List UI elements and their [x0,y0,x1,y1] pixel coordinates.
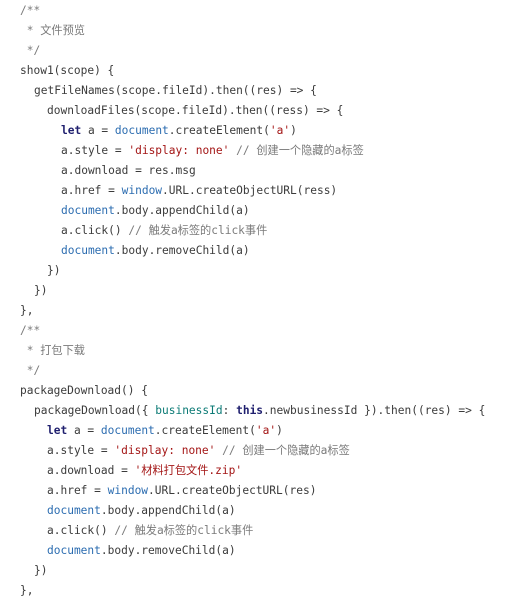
code-token: window [121,184,163,197]
code-line: }) [0,281,521,301]
code-token: window [107,484,149,497]
code-line: /** [0,1,521,21]
code-token: a.click() [47,524,115,537]
code-token: : [222,404,237,417]
code-token: a = [81,124,115,137]
code-token: let [61,124,82,137]
code-token: document [61,244,115,257]
code-line: */ [0,361,521,381]
code-token: .body.appendChild(a) [114,204,250,217]
code-line: }) [0,561,521,581]
code-token: .createElement( [168,124,270,137]
code-token: show1(scope) { [20,64,115,77]
code-line: a.download = '材料打包文件.zip' [0,461,521,481]
code-token: 'display: none' [128,144,230,157]
code-token: }) [34,284,48,297]
code-token: * 文件预览 [20,24,85,37]
code-token: document [47,544,101,557]
code-token: document [100,424,155,437]
code-line: a.style = 'display: none' // 创建一个隐藏的a标签 [0,141,521,161]
code-line: a.style = 'display: none' // 创建一个隐藏的a标签 [0,441,521,461]
code-token: '材料打包文件.zip' [134,464,243,477]
code-line: }, [0,581,521,601]
code-token: */ [20,364,41,377]
code-line: a.click() // 触发a标签的click事件 [0,221,521,241]
code-token: }) [47,264,61,277]
code-line: }, [0,301,521,321]
code-token: a.style = [61,144,129,157]
code-token: this [236,404,264,417]
code-token: // 创建一个隐藏的a标签 [215,444,350,457]
code-token: document [114,124,169,137]
code-line: document.body.appendChild(a) [0,501,521,521]
code-token: packageDownload({ [34,404,156,417]
code-token: downloadFiles(scope.fileId).then((ress) … [47,104,344,117]
code-token: a.download = [47,464,135,477]
code-line: * 打包下载 [0,341,521,361]
code-token: */ [20,44,41,57]
code-token: a = [67,424,101,437]
code-token: }) [34,564,48,577]
code-line: let a = document.createElement('a') [0,421,521,441]
code-token: businessId [155,404,223,417]
code-line: }) [0,261,521,281]
code-token: ) [290,124,297,137]
code-token: getFileNames(scope.fileId).then((res) =>… [34,84,317,97]
code-line: packageDownload() { [0,381,521,401]
code-token: document [61,204,115,217]
code-token: // 创建一个隐藏的a标签 [229,144,364,157]
code-line: document.body.removeChild(a) [0,241,521,261]
code-line: document.body.appendChild(a) [0,201,521,221]
code-token: .URL.createObjectURL(res) [148,484,317,497]
code-token: .URL.createObjectURL(ress) [162,184,338,197]
code-token: ) [276,424,283,437]
code-token: /** [20,324,41,337]
code-token: let [47,424,68,437]
code-token: }, [20,584,34,597]
code-line: packageDownload({ businessId: this.newbu… [0,401,521,421]
code-line: a.href = window.URL.createObjectURL(ress… [0,181,521,201]
code-line: a.download = res.msg [0,161,521,181]
code-token: .body.appendChild(a) [100,504,236,517]
code-line: downloadFiles(scope.fileId).then((ress) … [0,101,521,121]
code-token: * 打包下载 [20,344,85,357]
code-token: }, [20,304,34,317]
code-token: 'display: none' [114,444,216,457]
code-line: getFileNames(scope.fileId).then((res) =>… [0,81,521,101]
code-token: // 触发a标签的click事件 [128,224,268,237]
code-line: * 文件预览 [0,21,521,41]
code-line: document.body.removeChild(a) [0,541,521,561]
code-token: a.click() [61,224,129,237]
code-token: .body.removeChild(a) [100,544,236,557]
code-token: // 触发a标签的click事件 [114,524,254,537]
code-token: .newbusinessId }).then((res) => { [263,404,486,417]
code-token: 'a' [255,424,277,437]
code-line: a.click() // 触发a标签的click事件 [0,521,521,541]
code-token: a.style = [47,444,115,457]
code-token: .body.removeChild(a) [114,244,250,257]
code-token: a.download = res.msg [61,164,196,177]
code-line: */ [0,41,521,61]
code-token: .createElement( [154,424,256,437]
code-token: packageDownload() { [20,384,148,397]
code-line: a.href = window.URL.createObjectURL(res) [0,481,521,501]
code-token: a.href = [61,184,122,197]
code-line: let a = document.createElement('a') [0,121,521,141]
code-token: a.href = [47,484,108,497]
code-line: show1(scope) { [0,61,521,81]
code-token: 'a' [269,124,291,137]
code-token: document [47,504,101,517]
code-line: /** [0,321,521,341]
code-token: /** [20,4,41,17]
